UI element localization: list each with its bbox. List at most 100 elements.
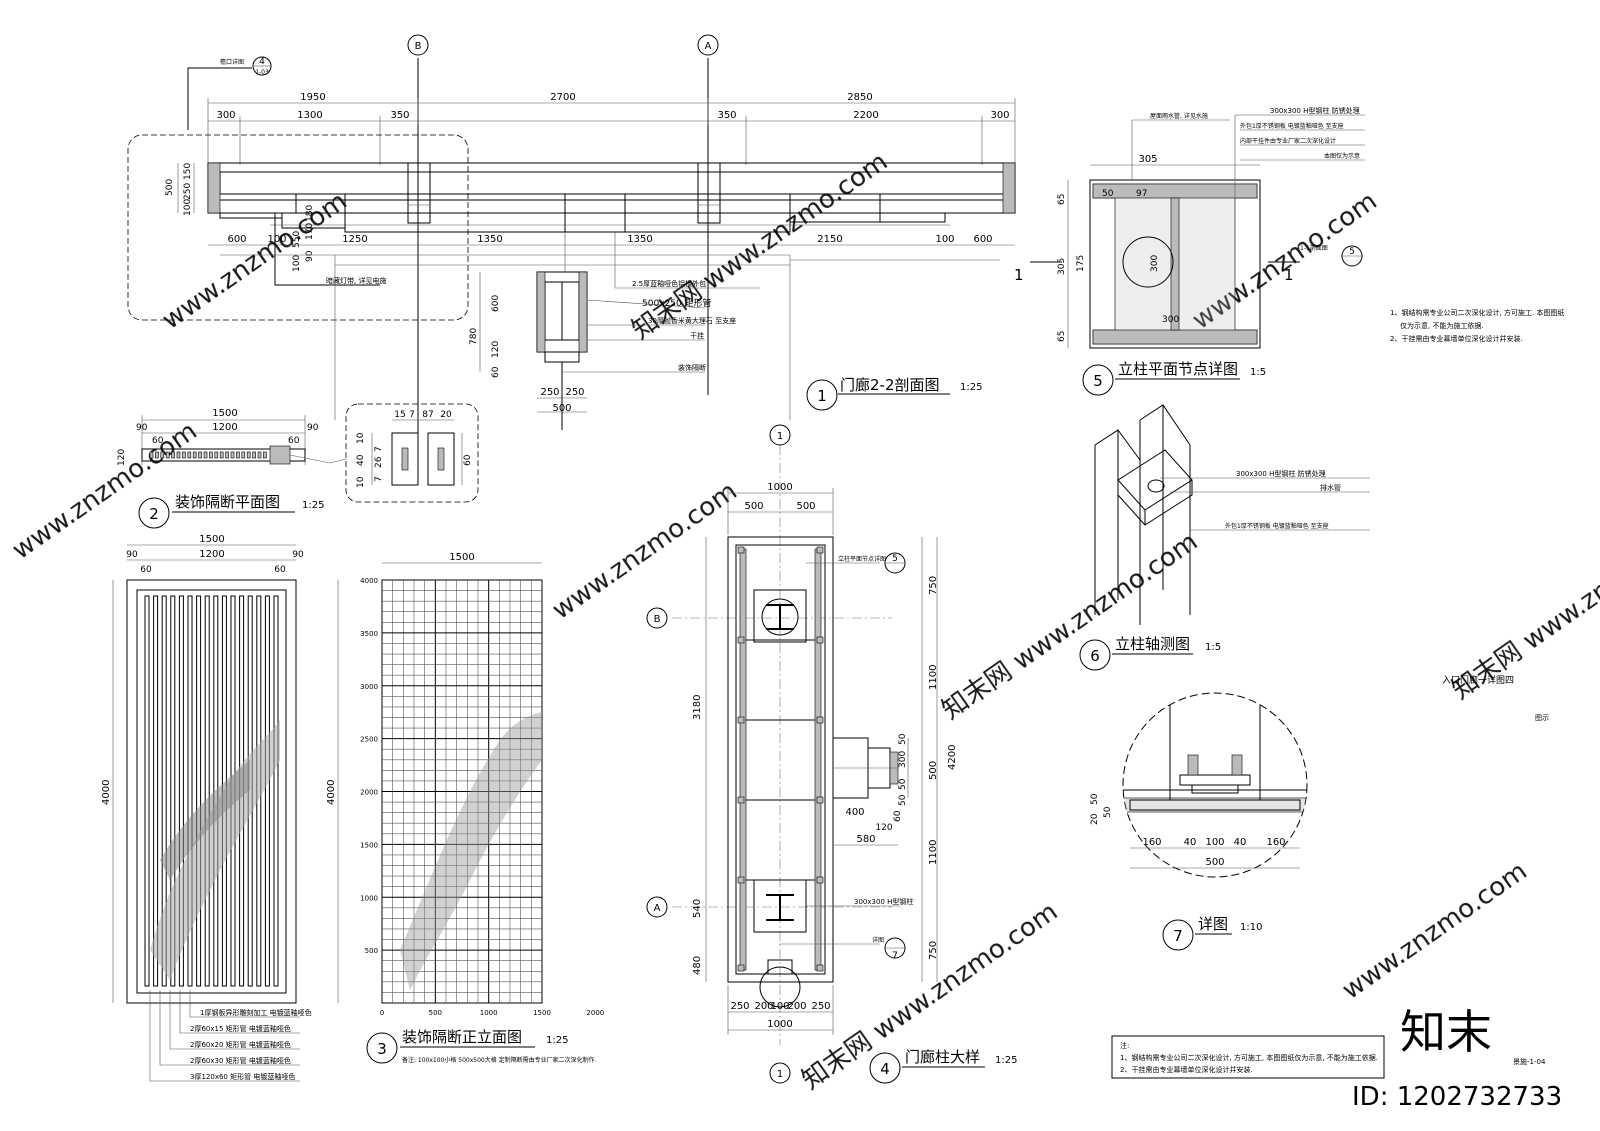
pp-slat bbox=[198, 451, 202, 459]
eg-ytick-label: 500 bbox=[365, 947, 378, 955]
cp-dim-left-540: 540 bbox=[692, 899, 703, 918]
pp-dim-90a: 90 bbox=[136, 423, 148, 433]
pp-dim-120: 120 bbox=[117, 449, 127, 466]
cp-ref-node: 立柱平面节点详图 bbox=[838, 555, 886, 563]
note-dry-hang: 干挂 bbox=[690, 331, 704, 340]
v4-scale: 1:25 bbox=[995, 1055, 1017, 1066]
axis-1-top-label: 1 bbox=[777, 431, 783, 442]
eave-ref-num: 4 bbox=[259, 57, 265, 67]
note-right-3: 2、干挂需由专业幕墙单位深化设计并安装. bbox=[1390, 334, 1523, 343]
v3-title-bubble bbox=[366, 1032, 398, 1064]
v7-title-num: 7 bbox=[1173, 927, 1183, 945]
d7-dim-160b: 160 bbox=[1266, 837, 1285, 848]
cp-dim-right-1100b: 1100 bbox=[928, 840, 939, 865]
dim-left-100: 100 bbox=[183, 199, 193, 216]
dim-2nd-2200: 2200 bbox=[853, 110, 878, 121]
pp-slat bbox=[165, 451, 170, 459]
el-callout-3: 2厚60x20 矩形管 电镀蓝釉哑色 bbox=[190, 1040, 291, 1049]
v5-title: 立柱平面节点详图 bbox=[1118, 360, 1238, 378]
note-rect-tube: 500x250 矩形管 bbox=[642, 297, 712, 309]
el-slat bbox=[161, 595, 167, 987]
note-partition: 装饰隔断 bbox=[678, 363, 706, 372]
el-callout-1: 1厚钢板异形雕刻加工 电镀蓝釉哑色 bbox=[200, 1008, 312, 1017]
d7-dim-20: 20 bbox=[1090, 813, 1100, 825]
pp-dim-60a: 60 bbox=[152, 436, 164, 446]
dim-sm-90: 90 bbox=[305, 250, 315, 262]
v7-title-bubble bbox=[1162, 919, 1194, 951]
eg-width: 1500 bbox=[449, 552, 474, 563]
watermark-2: www.znzmo.com bbox=[7, 416, 203, 566]
dim-colbot-250a: 250 bbox=[540, 387, 559, 398]
v4-title-bubble bbox=[869, 1052, 901, 1084]
dim-det-7a: 7 bbox=[374, 446, 384, 452]
dim-top-1950: 1950 bbox=[300, 92, 325, 103]
id-label: ID: 1202732733 bbox=[1352, 1082, 1562, 1112]
cp-dim-right-1100a: 1100 bbox=[928, 665, 939, 690]
v5-scale: 1:5 bbox=[1250, 367, 1266, 378]
eg-ytick-label: 1000 bbox=[360, 894, 378, 902]
cp-dim-right-750a: 750 bbox=[928, 576, 939, 595]
cp-bolt bbox=[737, 876, 745, 884]
partition-elevation-slats: 1500 90 1200 90 60 60 4000 1厚钢板异形雕刻加工 电镀… bbox=[101, 534, 312, 1082]
cp-ref-node-num: 5 bbox=[892, 554, 898, 564]
drawing-title: 入口门廊一详图四 bbox=[1442, 674, 1514, 686]
v3-scale: 1:25 bbox=[546, 1035, 568, 1046]
dim-det-60: 60 bbox=[463, 454, 473, 466]
pp-slat bbox=[182, 451, 186, 459]
axis-1-bot-bubble bbox=[769, 1062, 791, 1084]
nd-dim-65a: 65 bbox=[1057, 194, 1067, 205]
v1-scale: 1:25 bbox=[960, 382, 982, 393]
notes-bottom-header: 注: bbox=[1120, 1041, 1129, 1050]
pp-slat bbox=[171, 451, 175, 459]
v1-title-num: 1 bbox=[817, 387, 827, 405]
pp-slat bbox=[246, 451, 251, 459]
cp-bot-100: 100 bbox=[770, 1001, 789, 1012]
pp-slat bbox=[203, 451, 208, 459]
dim-det-87: 87 bbox=[422, 410, 433, 420]
pp-slat bbox=[160, 451, 165, 459]
eg-ytick-label: 4000 bbox=[360, 577, 378, 585]
dim-sm-170: 170 bbox=[305, 223, 315, 240]
v3-note: 备注: 100x100小格 500x500大格 定制隔断需由专业厂家二次深化制作… bbox=[402, 1056, 597, 1064]
d7-dim-160a: 160 bbox=[1142, 837, 1161, 848]
dim-left-250: 250 bbox=[183, 183, 193, 200]
el-dim-1200: 1200 bbox=[199, 549, 224, 560]
el-callout-leader bbox=[149, 990, 300, 1082]
pp-slat bbox=[219, 451, 224, 459]
el-callout-4: 2厚60x30 矩形管 电镀蓝釉哑色 bbox=[190, 1056, 291, 1065]
dim-det-7b: 7 bbox=[374, 476, 384, 482]
v2-scale: 1:25 bbox=[302, 500, 324, 511]
cp-bot-1000: 1000 bbox=[767, 1019, 792, 1030]
d7-dim-40a: 40 bbox=[1184, 837, 1197, 848]
cp-ref-detail-num: 7 bbox=[892, 951, 898, 961]
dim-det-40: 40 bbox=[356, 454, 366, 466]
el-dim-90a: 90 bbox=[126, 550, 138, 560]
nd-note-5: 本图仅为示意 bbox=[1324, 152, 1360, 160]
el-slat bbox=[264, 595, 270, 987]
eg-xtick-label: 2000 bbox=[586, 1009, 604, 1017]
ax-note-2: 排水管 bbox=[1320, 483, 1341, 492]
dim-2nd-1300: 1300 bbox=[297, 110, 322, 121]
pp-dim-1200: 1200 bbox=[212, 422, 237, 433]
cp-bot-200b: 200 bbox=[787, 1001, 806, 1012]
nd-dim-300h: 300 bbox=[1162, 315, 1179, 325]
nd-note-4: 内部干挂件由专业厂家二次深化设计 bbox=[1240, 137, 1336, 145]
cp-br-60: 60 bbox=[893, 810, 903, 822]
column-axonometric: 300x300 H型钢柱 防锈处理 排水管 外包1厚不锈钢板 电镀蓝釉哑色 至支… bbox=[1079, 404, 1370, 671]
cp-ref-detail: 详图 bbox=[872, 936, 884, 944]
el-callout-leader bbox=[159, 990, 300, 1066]
dim-left-150: 150 bbox=[183, 163, 193, 180]
dim-sm-550: 550 bbox=[292, 231, 302, 248]
el-slat bbox=[187, 595, 193, 987]
axis-1-bot-label: 1 bbox=[777, 1069, 783, 1080]
eg-height: 4000 bbox=[326, 780, 337, 805]
note-aluminium: 2.5厚蓝釉哑色铝板外包 bbox=[632, 279, 706, 288]
cp-br-400: 400 bbox=[845, 807, 864, 818]
v7-title: 详图 bbox=[1198, 915, 1228, 933]
pp-slat bbox=[263, 451, 267, 459]
cp-bolt bbox=[737, 636, 745, 644]
dim-2nd-300b: 300 bbox=[990, 110, 1009, 121]
detail-7: 50 20 50 160 40 100 40 160 500 7 详图 1:10 bbox=[1090, 692, 1308, 951]
el-slat bbox=[196, 595, 202, 987]
note-marble: 30厚抛香米黄大理石 至支座 bbox=[648, 316, 736, 325]
